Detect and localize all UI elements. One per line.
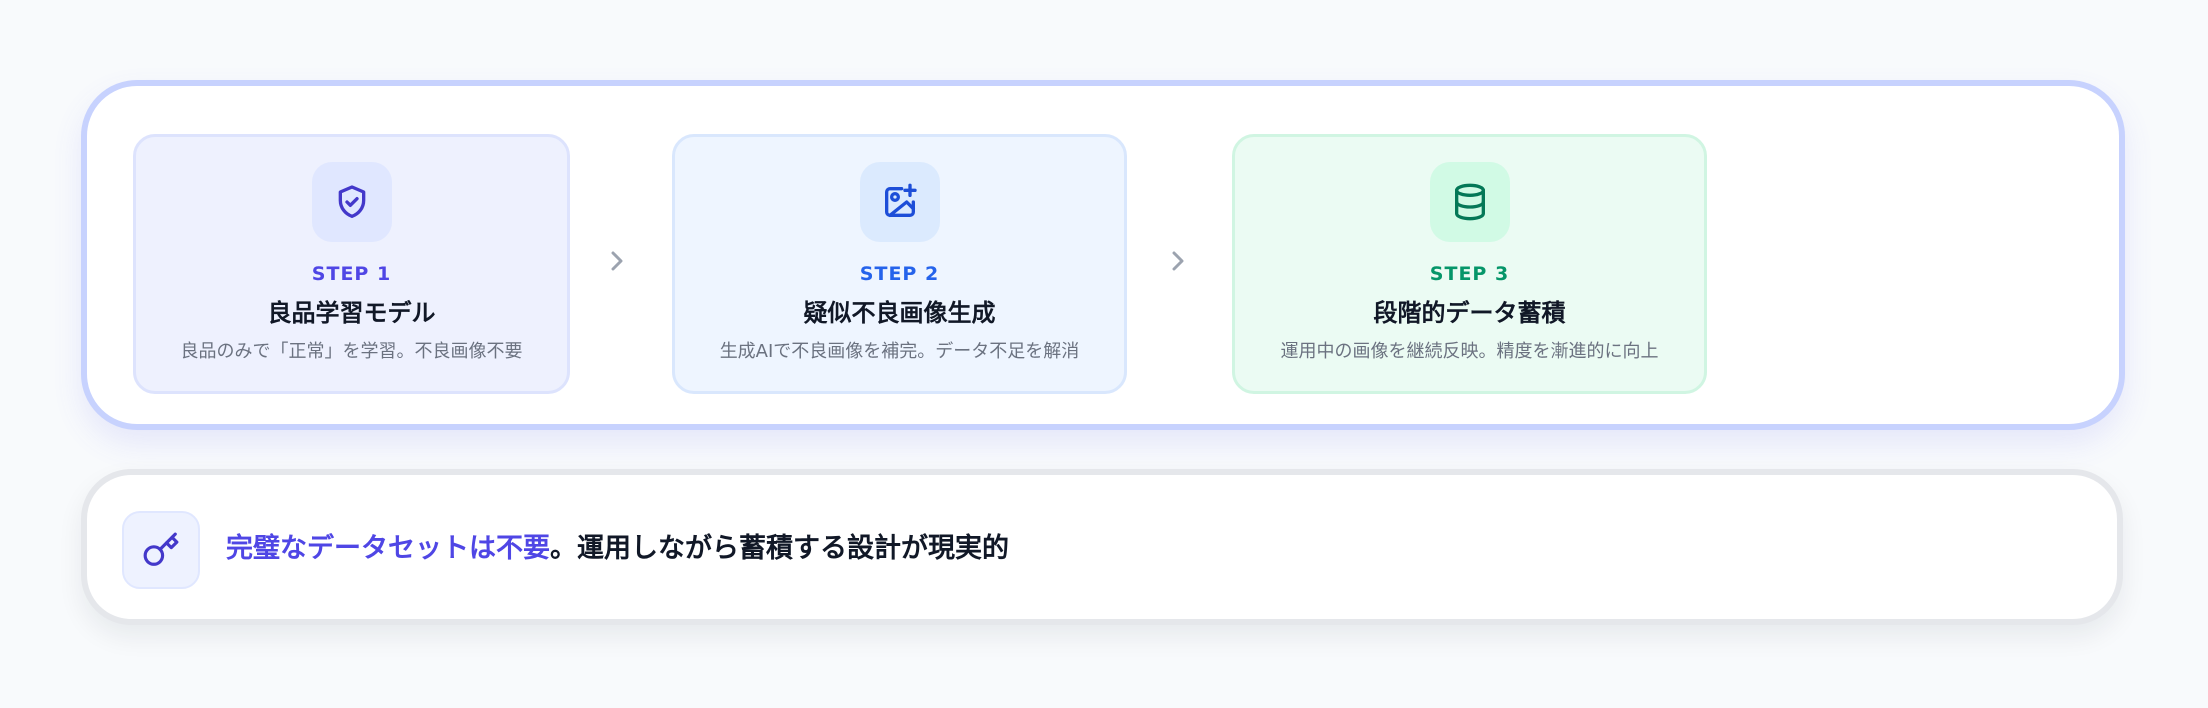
step-label: STEP 2	[859, 263, 940, 285]
step-description: 生成AIで不良画像を補完。データ不足を解消	[719, 341, 1080, 362]
step-label: STEP 3	[1429, 263, 1510, 285]
key-insight-body: 。運用しながら蓄積する設計が現実的	[550, 533, 1009, 564]
key-insight-highlight: 完璧なデータセットは不要	[226, 533, 550, 564]
chevron-right-icon	[602, 246, 632, 276]
shield-check-icon	[311, 162, 392, 242]
image-plus-icon	[859, 162, 940, 242]
chevron-right-icon	[1163, 246, 1193, 276]
step-title: 疑似不良画像生成	[803, 299, 996, 327]
step-card-2: STEP 2 疑似不良画像生成 生成AIで不良画像を補完。データ不足を解消	[672, 134, 1127, 394]
process-flow-panel: STEP 1 良品学習モデル 良品のみで「正常」を学習。不良画像不要 STEP …	[81, 80, 2125, 430]
step-card-3: STEP 3 段階的データ蓄積 運用中の画像を継続反映。精度を漸進的に向上	[1232, 134, 1707, 394]
key-insight-text: 完璧なデータセットは不要。運用しながら蓄積する設計が現実的	[226, 530, 1009, 568]
step-card-1: STEP 1 良品学習モデル 良品のみで「正常」を学習。不良画像不要	[133, 134, 570, 394]
step-title: 良品学習モデル	[267, 299, 436, 327]
step-description: 良品のみで「正常」を学習。不良画像不要	[180, 341, 523, 362]
key-icon	[122, 511, 200, 589]
database-icon	[1429, 162, 1510, 242]
step-label: STEP 1	[311, 263, 392, 285]
step-title: 段階的データ蓄積	[1373, 299, 1566, 327]
key-insight-panel: 完璧なデータセットは不要。運用しながら蓄積する設計が現実的	[81, 469, 2123, 625]
step-description: 運用中の画像を継続反映。精度を漸進的に向上	[1280, 341, 1659, 362]
